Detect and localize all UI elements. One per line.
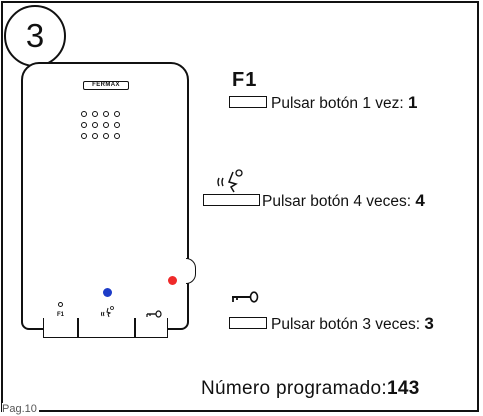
button-divider <box>77 318 79 337</box>
f1-icon: F1 <box>232 69 258 91</box>
voice-icon <box>101 306 114 318</box>
instruction-line-3: Pulsar botón 3 veces: 3 <box>271 314 434 334</box>
speaker-hole <box>114 111 120 117</box>
f1-icon: F1 <box>57 312 65 318</box>
key-icon <box>146 310 162 318</box>
speaker-hole <box>103 133 109 139</box>
instruction-text: Pulsar botón 1 vez: <box>271 95 404 112</box>
button-press-box <box>229 96 267 108</box>
monitor-device <box>21 62 189 330</box>
speaker-hole <box>81 133 87 139</box>
blue-led-indicator <box>103 288 112 297</box>
speaker-grille <box>81 111 133 151</box>
speaker-hole <box>114 122 120 128</box>
press-count: 4 <box>415 191 425 210</box>
speaker-hole <box>81 111 87 117</box>
instruction-text: Pulsar botón 3 veces: <box>271 316 421 333</box>
device-button-strip <box>43 318 168 338</box>
red-led-indicator <box>168 276 177 285</box>
programmed-number-value: 143 <box>386 378 420 399</box>
press-count: 1 <box>408 93 418 112</box>
button-press-box <box>203 194 260 206</box>
instruction-text: Pulsar botón 4 veces: <box>262 193 412 210</box>
button-press-box <box>229 317 267 329</box>
instruction-line-2: Pulsar botón 4 veces: 4 <box>262 191 425 211</box>
page-number: Pag.10 <box>2 403 39 415</box>
speaker-hole <box>103 111 109 117</box>
voice-icon <box>217 169 243 193</box>
speaker-hole <box>92 133 98 139</box>
speaker-hole <box>92 122 98 128</box>
programmed-number-label: Número programado: <box>201 378 387 399</box>
speaker-hole <box>103 122 109 128</box>
instruction-line-1: Pulsar botón 1 vez: 1 <box>271 93 417 113</box>
speaker-hole <box>81 122 87 128</box>
step-number-badge: 3 <box>4 5 66 67</box>
speaker-hole <box>114 133 120 139</box>
brand-logo: FERMAX <box>83 81 129 90</box>
key-icon <box>232 291 259 303</box>
programmed-number: Número programado:143 <box>201 378 420 400</box>
f1-button-dot-icon <box>58 302 63 307</box>
press-count: 3 <box>424 314 434 333</box>
button-divider <box>134 318 136 337</box>
speaker-hole <box>92 111 98 117</box>
